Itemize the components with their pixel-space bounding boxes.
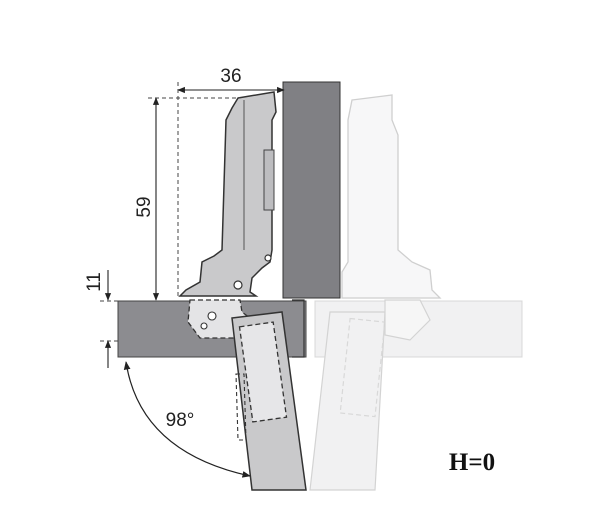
angle-text: 98° <box>166 410 195 431</box>
dim-11-text: 11 <box>84 272 105 292</box>
ghost-hinge-cup <box>341 94 442 299</box>
dim-36-text: 36 <box>220 66 241 87</box>
ghost-side-panel <box>314 300 523 358</box>
ghost-arm-slot <box>339 317 386 418</box>
ghost-hinge-open-position <box>309 94 523 491</box>
ghost-plate <box>384 299 431 341</box>
hinge-body-pin <box>264 254 272 262</box>
ghost-hinge-arm <box>309 311 386 491</box>
hinge-body-screw <box>233 280 243 290</box>
angle-arc <box>123 361 251 478</box>
plate-screw-1 <box>207 311 217 321</box>
hinge-body-slot <box>263 149 275 211</box>
plate-screw-2 <box>200 322 208 330</box>
door-edge-outline <box>292 299 305 358</box>
door-panel <box>282 81 341 299</box>
h-label: H=0 <box>449 449 495 476</box>
dim-59-text: 59 <box>134 196 155 217</box>
hinge-body <box>178 91 277 297</box>
